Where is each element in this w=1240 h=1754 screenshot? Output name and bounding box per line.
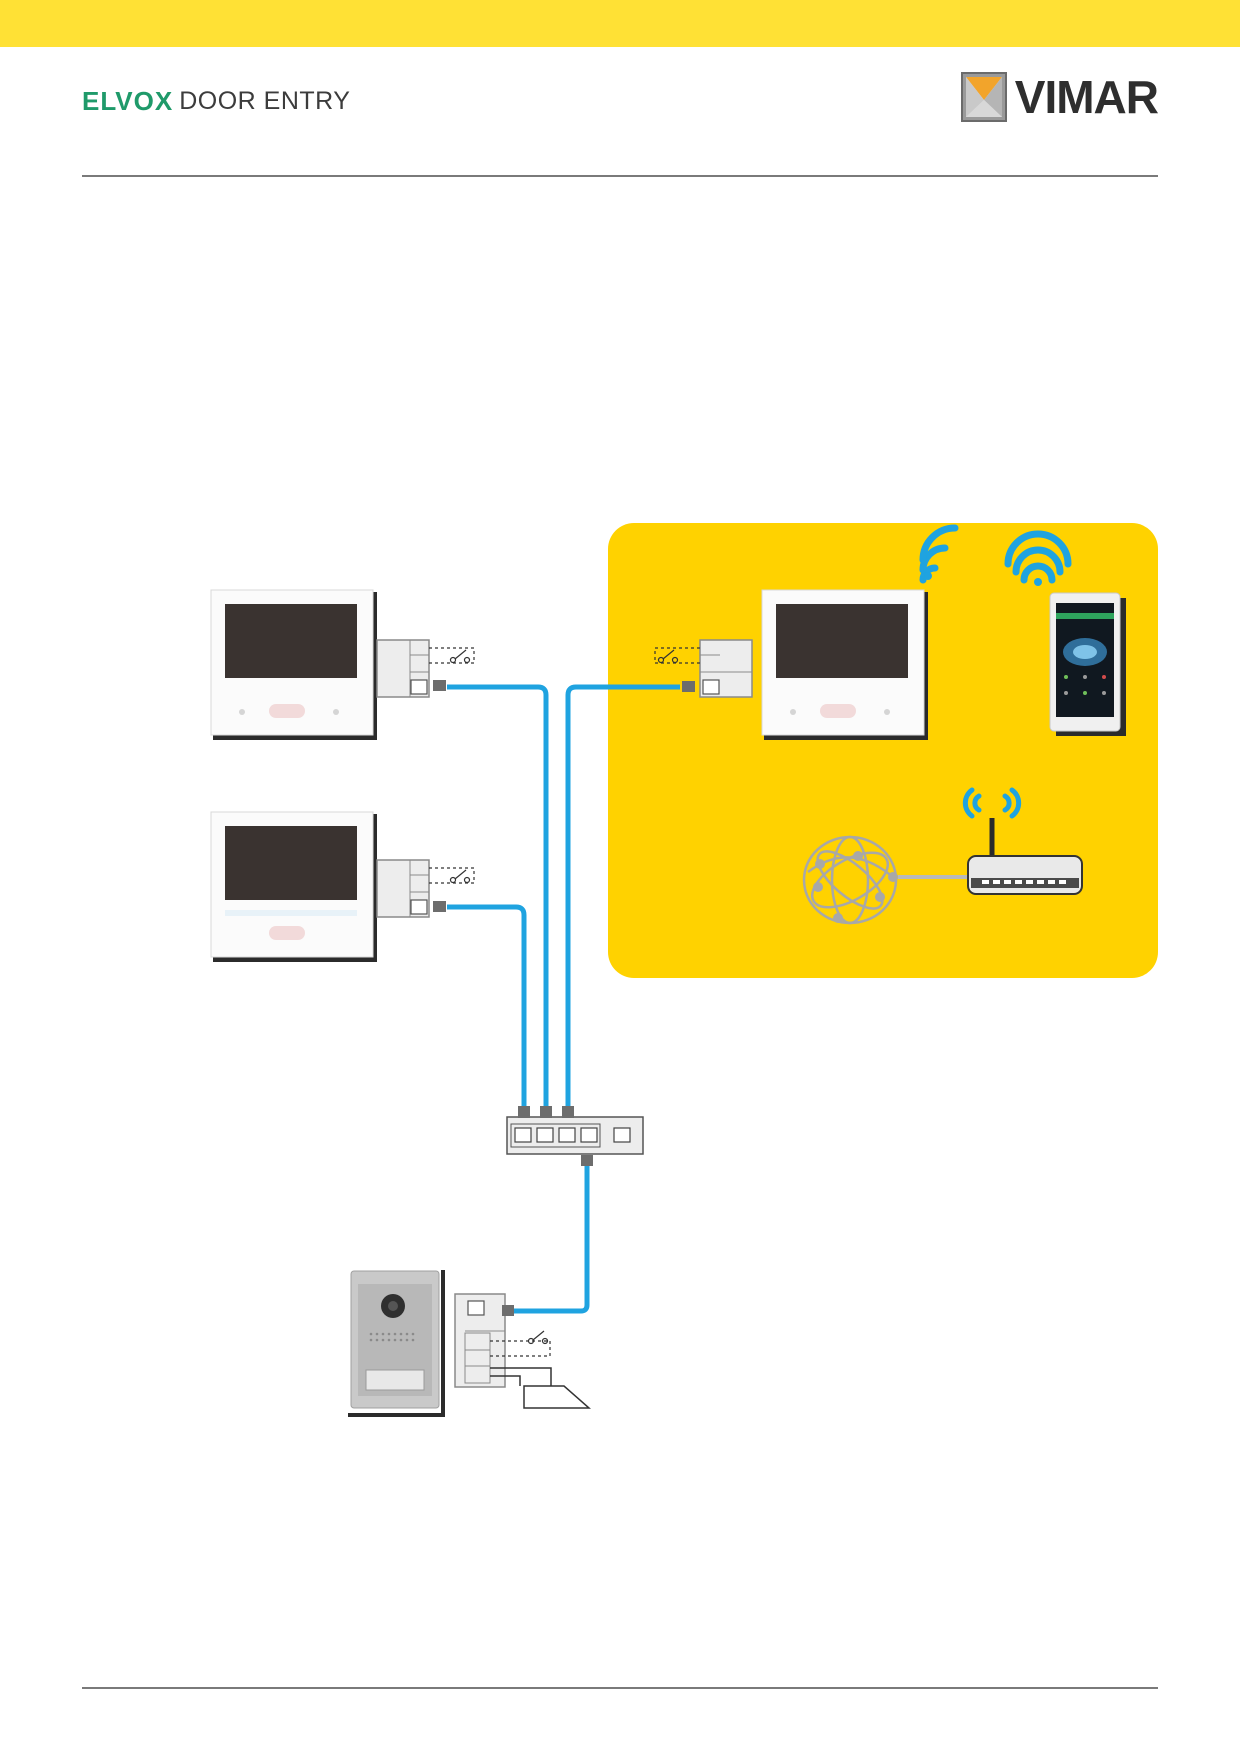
cabling <box>447 684 968 1314</box>
relay-switch-icon <box>429 867 475 884</box>
cable-monitor-3 <box>565 684 680 1112</box>
relay-switch-icon <box>654 647 700 664</box>
monitor-1 <box>210 589 475 740</box>
internet-globe-icon <box>802 835 898 925</box>
monitor-screen <box>776 604 908 678</box>
monitor-2 <box>210 811 475 962</box>
vimar-logo: VIMAR <box>960 71 1159 123</box>
router-icon <box>967 855 1083 895</box>
smartphone <box>1049 592 1126 736</box>
cable-monitor-2 <box>447 904 527 1112</box>
monitor-3 <box>654 589 928 740</box>
vimar-logo-icon <box>960 72 1007 122</box>
cable-outdoor-station <box>512 1160 590 1314</box>
door-lock-icon <box>490 1367 591 1409</box>
junction-box-icon <box>376 639 430 698</box>
page-header: ELVOX DOOR ENTRY VIMAR <box>82 72 1159 128</box>
wifi-icon <box>962 787 1022 819</box>
elvox-door-entry-brand: ELVOX DOOR ENTRY <box>82 88 350 114</box>
junction-box-icon <box>699 639 753 698</box>
elvox-logo: ELVOX <box>82 86 174 116</box>
wifi-icon <box>919 524 959 584</box>
monitor-screen <box>225 826 357 900</box>
header-divider <box>82 175 1158 177</box>
ethernet-switch <box>506 1106 644 1166</box>
top-color-band <box>0 0 1240 47</box>
router <box>962 787 1083 895</box>
vimar-wordmark: VIMAR <box>1014 71 1159 123</box>
outdoor-station <box>348 1270 445 1417</box>
call-button <box>365 1369 425 1391</box>
monitor-screen <box>225 604 357 678</box>
outdoor-terminal-box <box>454 1293 591 1409</box>
wifi-icon <box>1004 530 1072 586</box>
relay-switch-icon <box>429 647 475 664</box>
door-entry-label: DOOR ENTRY <box>179 86 351 115</box>
junction-box-icon <box>376 859 430 918</box>
cable-monitor-1 <box>447 684 549 1112</box>
footer-divider <box>82 1687 1158 1689</box>
relay-switch-icon <box>490 1330 551 1357</box>
